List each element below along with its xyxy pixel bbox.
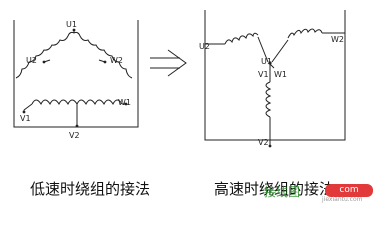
label-u2-right: U2 xyxy=(199,42,210,51)
star-terminal-dots xyxy=(268,61,272,148)
delta-diagram xyxy=(13,20,139,128)
caption-low-speed: 低速时绕组的接法 xyxy=(30,180,151,198)
right-enclosure xyxy=(204,10,346,141)
label-u1-right: U1 xyxy=(261,57,272,66)
label-v2-right: V2 xyxy=(258,138,269,147)
star-coil-right xyxy=(287,28,323,39)
delta-terminal-dots xyxy=(22,28,128,128)
label-v1-right: V1 xyxy=(258,70,269,79)
watermark-text: 接线图 xyxy=(264,185,301,199)
delta-labels: U1 U2 W2 V1 W1 V2 xyxy=(20,20,131,140)
lead-v1 xyxy=(23,103,33,111)
star-coil-bottom xyxy=(265,81,272,118)
watermark-url: jiexiantu.com xyxy=(322,196,363,203)
caption-high-speed: 高速时绕组的接法 xyxy=(214,180,335,198)
label-v2: V2 xyxy=(69,131,80,140)
label-w1: W1 xyxy=(118,98,131,107)
label-w2: W2 xyxy=(110,56,123,65)
label-w2-right: W2 xyxy=(331,35,344,44)
label-v1: V1 xyxy=(20,114,31,123)
diagram-canvas: U1 U2 W2 V1 W1 V2 xyxy=(13,10,373,203)
delta-coil-bottom xyxy=(31,99,123,106)
double-star-diagram xyxy=(204,10,346,146)
transform-arrow-icon xyxy=(150,49,187,77)
star-labels: U2 W2 U1 V1 W1 V2 xyxy=(199,35,344,147)
delta-coil-left xyxy=(15,31,75,79)
label-u1: U1 xyxy=(66,20,77,29)
label-u2: U2 xyxy=(26,56,37,65)
star-coil-left xyxy=(224,32,259,45)
label-w1-right: W1 xyxy=(274,70,287,79)
left-enclosure xyxy=(13,20,139,128)
wiring-diagram: U1 U2 W2 V1 W1 V2 xyxy=(13,10,346,148)
watermark-badge: com xyxy=(325,184,373,197)
delta-coil-right xyxy=(73,31,133,79)
